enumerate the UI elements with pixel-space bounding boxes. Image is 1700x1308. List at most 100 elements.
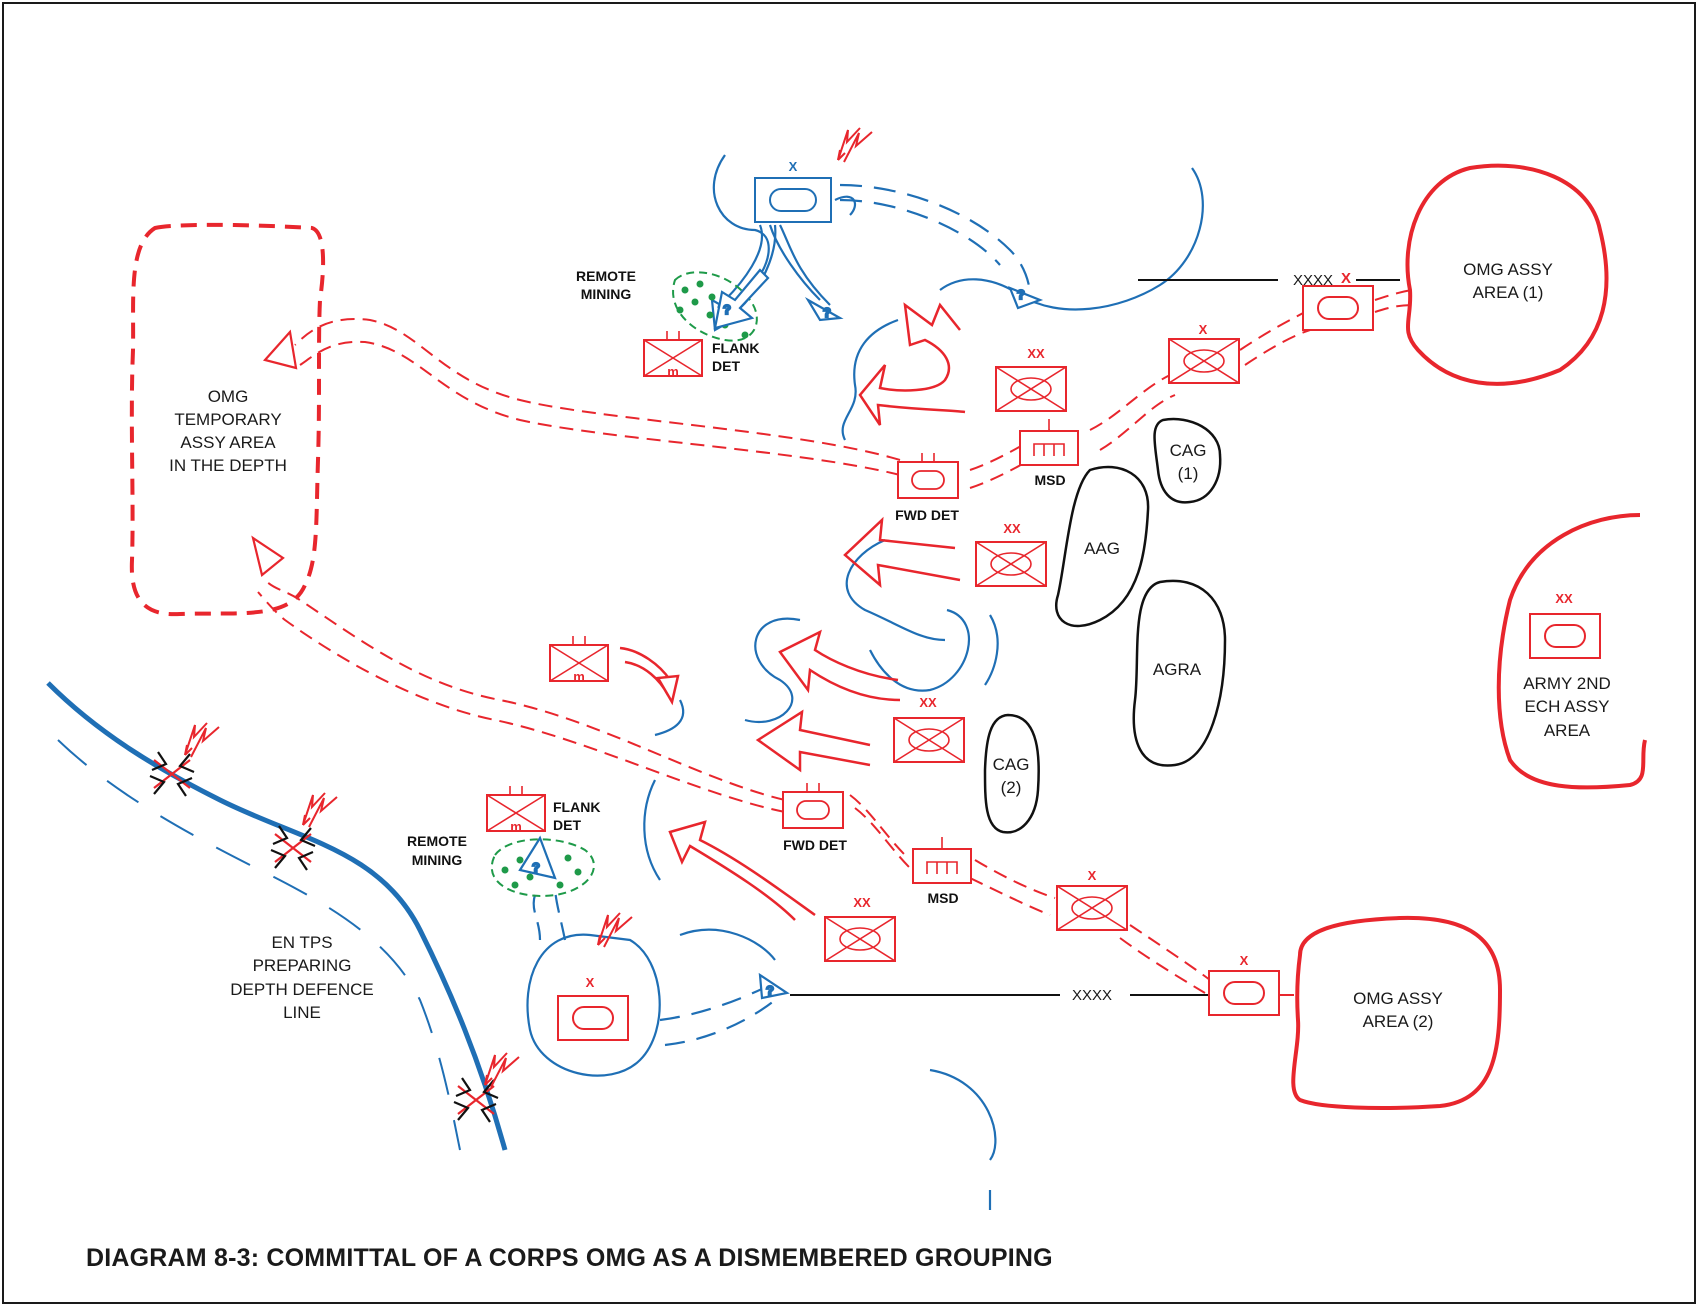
- remote-mining-label-bottom: REMOTE MINING: [407, 833, 467, 868]
- aag-label: AAG: [1084, 539, 1120, 558]
- cag-1: [1153, 417, 1222, 504]
- river: [46, 681, 508, 1151]
- xx-label-4: XX: [853, 895, 871, 910]
- x-label-3: X: [1240, 953, 1249, 968]
- msd-label-top: MSD: [1034, 472, 1065, 488]
- flank-det-label-top: FLANK DET: [712, 340, 759, 374]
- svg-text:(1): (1): [1178, 464, 1199, 483]
- cag-2-label: CAG (2): [993, 755, 1030, 797]
- mech-xx-lower: [893, 717, 965, 763]
- svg-text:DET: DET: [712, 358, 740, 374]
- xx-label-5: XX: [1555, 591, 1573, 606]
- strike-2: [302, 792, 338, 828]
- flank-det-label-bottom: FLANK DET: [553, 799, 600, 833]
- svg-text:REMOTE: REMOTE: [576, 268, 636, 284]
- omg-assy-1-label: OMG ASSY AREA (1): [1463, 260, 1553, 302]
- xx-label-1: XX: [1027, 346, 1045, 361]
- fwd-det-label-top: FWD DET: [895, 507, 959, 523]
- agra: [1132, 579, 1227, 767]
- cag-2: [983, 713, 1040, 834]
- svg-text:CAG: CAG: [993, 755, 1030, 774]
- svg-text:IN THE DEPTH: IN THE DEPTH: [169, 456, 287, 475]
- remote-mining-label-top: REMOTE MINING: [576, 268, 636, 302]
- svg-text:TEMPORARY: TEMPORARY: [174, 410, 281, 429]
- omg-temp-label: OMG TEMPORARY ASSY AREA IN THE DEPTH: [169, 387, 287, 475]
- mining-arrow-top: ?: [713, 268, 770, 330]
- friendly-routes: [257, 289, 1416, 996]
- enemy-bottom-x: X: [586, 975, 595, 990]
- svg-text:OMG ASSY: OMG ASSY: [1353, 989, 1443, 1008]
- remote-mining-top: [672, 271, 758, 342]
- mech-xx-middle: [975, 541, 1047, 587]
- army-2nd-ech-assy-area: [1496, 513, 1647, 790]
- crossing-1: [148, 750, 196, 798]
- msd-bottom: [912, 836, 972, 884]
- mech-xx-bottom: [824, 916, 896, 962]
- svg-text:ASSY AREA: ASSY AREA: [180, 433, 276, 452]
- xx-label-2: XX: [1003, 521, 1021, 536]
- omg-assy-area-2: [1291, 915, 1503, 1110]
- msd-label-bottom: MSD: [927, 890, 958, 906]
- fwd-det-top: [897, 452, 959, 499]
- omg-assy-2-unit: [1208, 970, 1280, 1016]
- omg-assy-1-unit: [1302, 285, 1374, 331]
- army-2nd-label: ARMY 2ND ECH ASSY AREA: [1523, 674, 1611, 740]
- mech-x-bottom: [1056, 885, 1128, 931]
- svg-text:OMG: OMG: [208, 387, 249, 406]
- mine-label-3: m: [573, 669, 585, 684]
- boundary-label-top: XXXX: [1293, 272, 1333, 289]
- svg-text:AREA: AREA: [1544, 721, 1591, 740]
- svg-text:?: ?: [723, 302, 731, 317]
- svg-text:EN TPS: EN TPS: [271, 933, 332, 952]
- enemy-positions: [643, 154, 1204, 1210]
- army-2nd-unit: [1529, 613, 1601, 659]
- svg-text:MINING: MINING: [581, 286, 632, 302]
- svg-text:?: ?: [823, 305, 831, 320]
- svg-text:?: ?: [766, 983, 774, 998]
- omg-assy-area-1: [1405, 163, 1609, 386]
- svg-text:AREA (2): AREA (2): [1363, 1012, 1434, 1031]
- svg-text:LINE: LINE: [283, 1003, 321, 1022]
- mine-label-1: m: [667, 364, 679, 379]
- boundary-x-top: X: [1341, 270, 1351, 287]
- cag-1-label: CAG (1): [1170, 441, 1207, 483]
- friendly-advance-arrows: [619, 302, 966, 921]
- strike-1: [184, 722, 220, 758]
- svg-text:?: ?: [1017, 287, 1025, 302]
- agra-label: AGRA: [1153, 660, 1202, 679]
- strike-4: [837, 127, 873, 163]
- svg-text:OMG ASSY: OMG ASSY: [1463, 260, 1553, 279]
- enemy-arrows-bottom: ? ?: [518, 835, 790, 1047]
- svg-text:CAG: CAG: [1170, 441, 1207, 460]
- fwd-det-bottom: [782, 782, 844, 829]
- svg-text:DEPTH DEFENCE: DEPTH DEFENCE: [230, 980, 374, 999]
- x-label-1: X: [1199, 322, 1208, 337]
- enemy-brigade-bottom: X: [526, 933, 661, 1077]
- remote-mining-bottom: [490, 838, 595, 897]
- svg-text:DET: DET: [553, 817, 581, 833]
- aag: [1055, 465, 1150, 628]
- msd-top: [1019, 418, 1079, 466]
- enemy-brigade-top: X: [754, 159, 832, 223]
- mine-label-2: m: [510, 819, 522, 834]
- enemy-x-label: X: [789, 159, 798, 174]
- svg-text:ECH ASSY: ECH ASSY: [1524, 697, 1609, 716]
- svg-text:FLANK: FLANK: [712, 340, 759, 356]
- svg-text:REMOTE: REMOTE: [407, 833, 467, 849]
- svg-text:(2): (2): [1001, 778, 1022, 797]
- svg-text:ARMY 2ND: ARMY 2ND: [1523, 674, 1611, 693]
- svg-text:MINING: MINING: [412, 852, 463, 868]
- svg-text:FLANK: FLANK: [553, 799, 600, 815]
- diagram-caption: DIAGRAM 8-3: COMMITTAL OF A CORPS OMG AS…: [86, 1244, 1053, 1272]
- svg-text:?: ?: [532, 860, 540, 875]
- strike-5: [597, 912, 633, 948]
- svg-text:PREPARING: PREPARING: [253, 956, 352, 975]
- mech-x-top: [1168, 338, 1240, 384]
- strike-3: [484, 1052, 520, 1088]
- en-tps-label: EN TPS PREPARING DEPTH DEFENCE LINE: [230, 933, 374, 1022]
- svg-text:AREA (1): AREA (1): [1473, 283, 1544, 302]
- fwd-det-label-bottom: FWD DET: [783, 837, 847, 853]
- omg-temporary-area: [129, 222, 326, 617]
